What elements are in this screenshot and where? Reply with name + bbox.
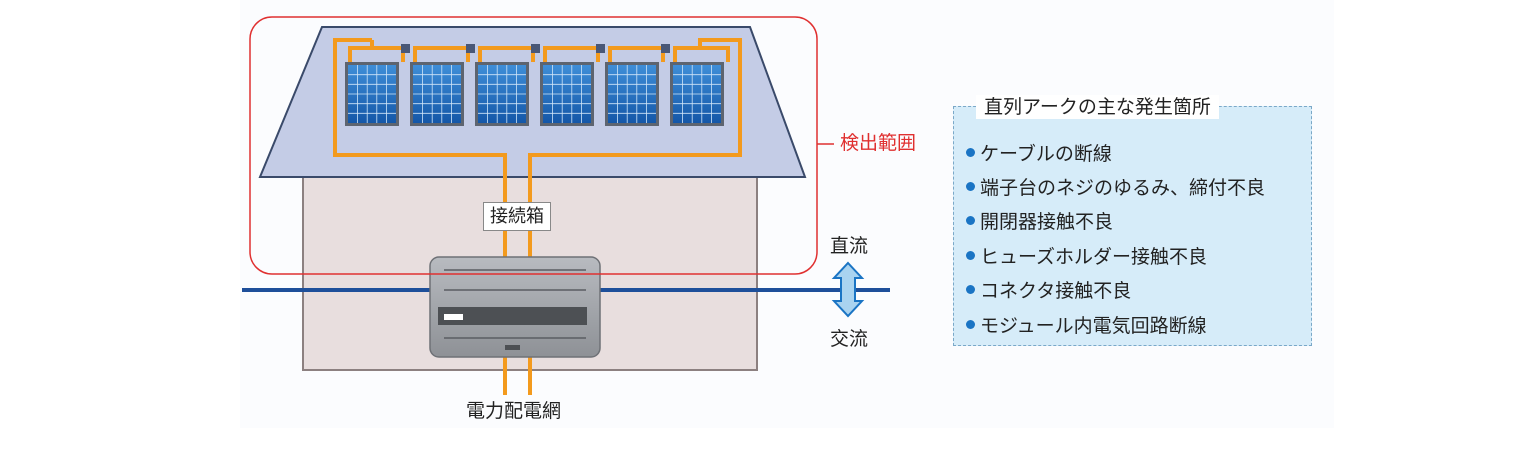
legend-item-text: ケーブルの断線	[980, 142, 1112, 165]
legend-item: コネクタ接触不良	[966, 273, 1265, 307]
bullet-icon	[966, 182, 975, 192]
solar-modules	[345, 62, 724, 126]
solar-panel	[605, 62, 659, 126]
legend-box: 直列アークの主な発生箇所 ケーブルの断線 端子台のネジのゆるみ、締付不良 開閉器…	[953, 95, 1312, 346]
bullet-icon	[966, 250, 975, 260]
legend-item: ケーブルの断線	[966, 135, 1265, 169]
detection-range-label: 検出範囲	[840, 132, 917, 154]
solar-panel	[345, 62, 399, 126]
dc-label: 直流	[830, 235, 869, 257]
junction-box: 接続箱	[483, 202, 551, 231]
legend-list: ケーブルの断線 端子台のネジのゆるみ、締付不良 開閉器接触不良 ヒューズホルダー…	[966, 135, 1265, 341]
bullet-icon	[966, 216, 975, 226]
bullet-icon	[966, 147, 975, 157]
pcs-display	[438, 307, 587, 325]
grid-label: 電力配電網	[466, 400, 562, 422]
module-wiring	[333, 38, 742, 395]
legend-item: モジュール内電気回路断線	[966, 307, 1265, 341]
legend-title: 直列アークの主な発生箇所	[976, 95, 1219, 119]
legend-item: 開閉器接触不良	[966, 204, 1265, 238]
solar-panel	[670, 62, 724, 126]
legend-item-text: ヒューズホルダー接触不良	[980, 245, 1208, 268]
wire-connectors	[401, 44, 670, 53]
bullet-icon	[966, 319, 975, 329]
legend-item-text: 開閉器接触不良	[980, 211, 1114, 234]
bullet-icon	[966, 285, 975, 295]
legend-item-text: モジュール内電気回路断線	[980, 314, 1207, 337]
legend-item: ヒューズホルダー接触不良	[966, 238, 1265, 272]
solar-panel	[410, 62, 464, 126]
pcs-vent	[505, 345, 520, 350]
detection-range-border	[249, 16, 818, 275]
legend-item: 端子台のネジのゆるみ、締付不良	[966, 169, 1265, 203]
legend-item-text: コネクタ接触不良	[980, 280, 1132, 303]
ac-label: 交流	[830, 328, 869, 350]
dc-ac-arrow-icon	[831, 261, 865, 318]
solar-panel	[475, 62, 529, 126]
pcs-indicator	[444, 314, 463, 320]
legend-item-text: 端子台のネジのゆるみ、締付不良	[980, 177, 1266, 200]
solar-panel	[540, 62, 594, 126]
